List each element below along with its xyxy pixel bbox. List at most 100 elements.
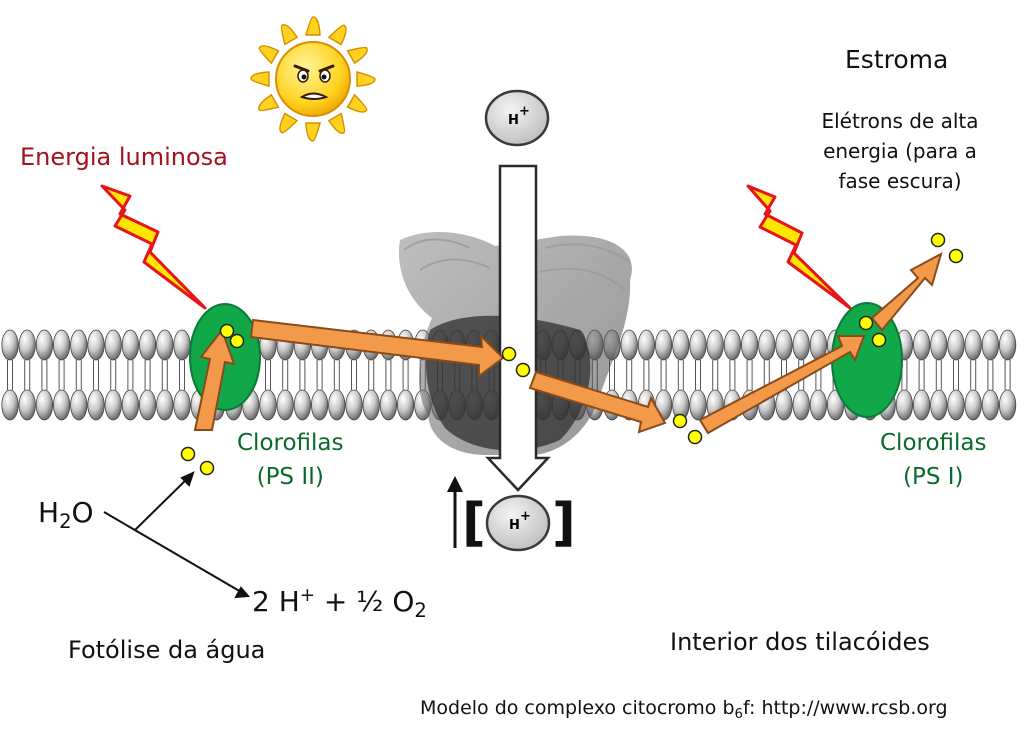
lipid-head: [310, 389, 329, 421]
lipid-head: [981, 329, 1000, 361]
lipid-head: [156, 389, 174, 421]
stroma-label: Estroma: [845, 45, 949, 74]
high-energy-electrons-label: Elétrons de alta energia (para a fase es…: [821, 109, 979, 193]
lipid-head: [379, 389, 397, 421]
sun-ray: [305, 16, 321, 36]
lipid-head: [345, 389, 363, 421]
electron-icon: [229, 333, 245, 349]
lipid-head: [775, 329, 793, 361]
lipid-head: [947, 389, 965, 421]
sun-ray: [280, 24, 299, 46]
lipid-head: [121, 329, 139, 361]
water-formula: H2O: [38, 496, 94, 533]
lipid-head: [173, 389, 191, 421]
lipid-head: [1, 329, 19, 361]
lipid-head: [706, 329, 724, 361]
svg-text:+: +: [519, 104, 530, 119]
lipid-head: [293, 389, 311, 421]
photolysis-arrows: [103, 471, 251, 599]
sun-ray: [250, 71, 270, 87]
increase-arrow-icon: [447, 476, 463, 548]
light-energy-label: Energia luminosa: [20, 143, 228, 171]
lightning-bolt-icon: [100, 184, 207, 310]
chlorophyll-ps2-title: Clorofilas: [237, 430, 344, 456]
photolysis-products: 2 H+ + ½ O2: [252, 585, 427, 622]
lipid-head: [981, 389, 1000, 421]
thylakoid-interior-label: Interior dos tilacóides: [670, 628, 930, 656]
source-credit: Modelo do complexo citocromo b6f: http:/…: [420, 697, 948, 722]
electron-icon: [515, 362, 531, 378]
lipid-head: [758, 329, 776, 361]
lipid-head: [259, 389, 277, 421]
lipid-head: [70, 389, 88, 421]
electron-icon: [930, 232, 946, 248]
lipid-head: [740, 329, 759, 361]
lipid-head: [362, 389, 380, 421]
lipid-head: [35, 329, 54, 361]
electron-icon: [948, 248, 964, 264]
lipid-head: [1, 389, 19, 421]
proton-ion-icon: H +: [485, 494, 551, 552]
electron-icon: [180, 446, 196, 462]
photolysis-label: Fotólise da água: [68, 636, 266, 664]
sun-ray: [346, 46, 368, 65]
lipid-head: [775, 389, 793, 421]
lipid-head: [35, 389, 54, 421]
lipid-head: [620, 329, 638, 361]
chlorophyll-ps2-label: Clorofilas (PS II): [237, 426, 344, 494]
lipid-head: [87, 329, 105, 361]
sun-ray: [346, 93, 368, 113]
concentration-bracket-close: ]: [552, 493, 576, 553]
lipid-head: [637, 329, 656, 361]
electron-pairs: [180, 232, 964, 476]
proton-ion-icon: H +: [484, 89, 550, 147]
lipid-head: [912, 329, 931, 361]
sun-ray: [258, 45, 280, 65]
electron-icon: [199, 460, 215, 476]
lipid-head: [930, 329, 948, 361]
svg-text:H: H: [508, 113, 519, 128]
lipid-head: [139, 389, 157, 421]
lipid-head: [672, 329, 690, 361]
electron-transport-arrows: [193, 252, 943, 435]
sun-ray: [327, 24, 347, 46]
lipid-head: [396, 389, 415, 421]
chlorophyll-ps1-title: Clorofilas: [880, 430, 987, 456]
lipid-head: [964, 389, 982, 421]
sun-ray: [279, 112, 299, 134]
chlorophyll-ps2-subtitle: (PS II): [256, 464, 324, 490]
lipid-head: [70, 329, 88, 361]
lipid-head: [689, 389, 707, 421]
electron-icon: [219, 323, 235, 339]
lipid-head: [139, 329, 157, 361]
sun-ray: [258, 93, 280, 112]
lipid-head: [998, 389, 1017, 421]
proton-channel-arrow: [485, 164, 551, 492]
lipid-head: [104, 329, 122, 361]
lipid-head: [930, 389, 948, 421]
electron-icon: [871, 332, 887, 348]
sun-ray: [327, 112, 346, 134]
lipid-head: [689, 329, 707, 361]
lipid-head: [18, 389, 36, 421]
svg-text:H: H: [509, 518, 520, 533]
lipid-head: [173, 329, 191, 361]
chlorophyll-ps1-subtitle: (PS I): [902, 464, 964, 490]
lipid-head: [947, 329, 965, 361]
sun-ray: [356, 71, 376, 87]
lipid-head: [809, 389, 828, 421]
lipid-head: [654, 329, 673, 361]
lipid-head: [18, 329, 36, 361]
lipid-head: [87, 389, 105, 421]
concentration-bracket-open: [: [462, 493, 486, 553]
lipid-head: [121, 389, 139, 421]
lipid-head: [52, 389, 71, 421]
lightning-bolt-icon: [746, 184, 852, 310]
chlorophyll-ps1-label: Clorofilas (PS I): [880, 426, 987, 494]
electron-icon: [501, 346, 517, 362]
electron-icon: [858, 315, 874, 331]
lipid-head: [156, 329, 174, 361]
lipid-head: [723, 329, 742, 361]
